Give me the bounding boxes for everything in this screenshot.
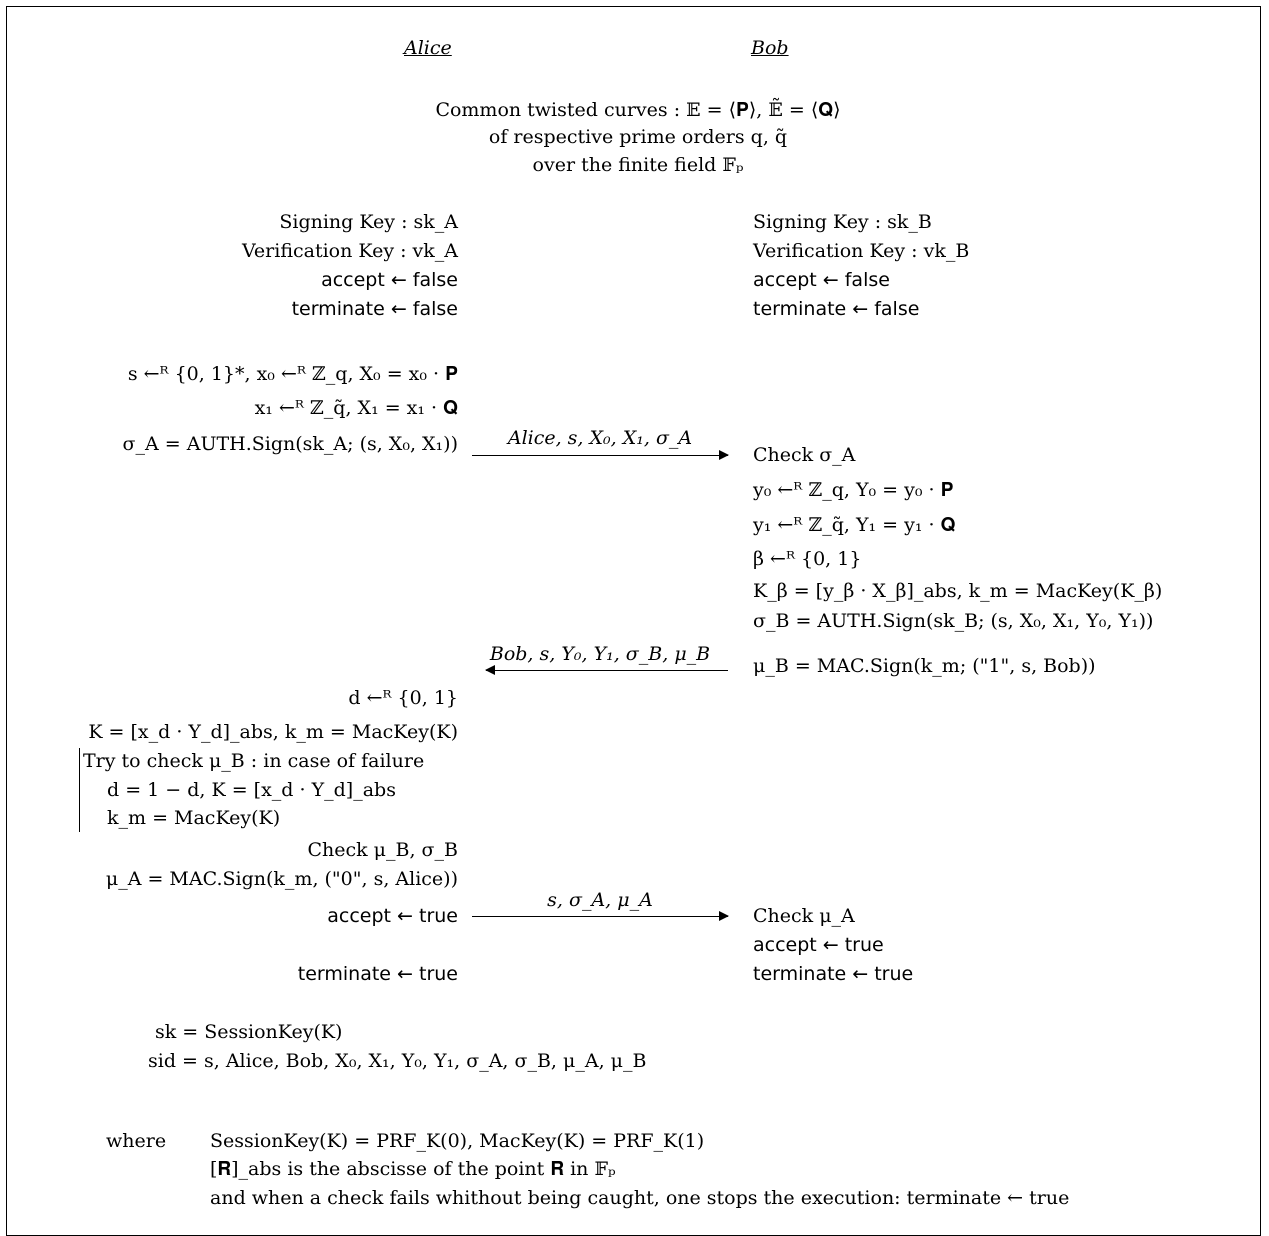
bob-terminate-true: terminate ← true bbox=[753, 963, 914, 985]
bob-sample-y0: y₀ ←ᴿ ℤ_q, Y₀ = y₀ · 𝐏 bbox=[753, 479, 954, 501]
msg2-label: Bob, s, Y₀, Y₁, σ_B, μ_B bbox=[489, 643, 711, 665]
alice-retry-km: k_m = MacKey(K) bbox=[107, 807, 281, 829]
msg3-label: s, σ_A, μ_A bbox=[547, 889, 653, 911]
alice-check-mu-b-sigma-b: Check μ_B, σ_B bbox=[307, 839, 458, 861]
common-line-2: of respective prime orders q, q̃ bbox=[488, 126, 788, 148]
where-line-3: and when a check fails whithout being ca… bbox=[210, 1187, 1070, 1209]
alice-mac-mu-a: μ_A = MAC.Sign(k_m, ("0", s, Alice)) bbox=[105, 868, 458, 890]
alice-accept-false: accept ← false bbox=[321, 269, 458, 291]
bob-sample-beta: β ←ᴿ {0, 1} bbox=[753, 548, 862, 570]
common-line-1: Common twisted curves : 𝔼 = ⟨𝐏⟩, 𝔼̃ = ⟨𝐐… bbox=[435, 99, 841, 121]
bob-accept-false: accept ← false bbox=[753, 269, 890, 291]
alice-header: Alice bbox=[404, 37, 452, 59]
msg2-arrow bbox=[485, 661, 728, 681]
msg3-arrow bbox=[472, 907, 729, 927]
session-id: sid = s, Alice, Bob, X₀, X₁, Y₀, Y₁, σ_A… bbox=[148, 1050, 647, 1072]
bob-signing-key: Signing Key : sk_B bbox=[753, 211, 932, 233]
alice-sample-x1: x₁ ←ᴿ ℤ_q̃, X₁ = x₁ · 𝐐 bbox=[254, 397, 458, 419]
bob-terminate-false: terminate ← false bbox=[753, 298, 920, 320]
where-line-2: [𝐑]_abs is the abscisse of the point 𝐑 i… bbox=[210, 1158, 616, 1180]
alice-try-check-mu-b: Try to check μ_B : in case of failure bbox=[83, 750, 425, 772]
session-key: sk = SessionKey(K) bbox=[155, 1021, 343, 1043]
common-line-3: over the finite field 𝔽ₚ bbox=[532, 154, 744, 176]
alice-sign-sigma-a: σ_A = AUTH.Sign(sk_A; (s, X₀, X₁)) bbox=[122, 433, 458, 455]
alice-sample-d: d ←ᴿ {0, 1} bbox=[348, 687, 458, 709]
bob-check-mu-a: Check μ_A bbox=[753, 905, 855, 927]
where-label: where bbox=[106, 1130, 167, 1152]
msg1-label: Alice, s, X₀, X₁, σ_A bbox=[507, 427, 693, 449]
bob-header: Bob bbox=[751, 37, 789, 59]
bob-sample-y1: y₁ ←ᴿ ℤ_q̃, Y₁ = y₁ · 𝐐 bbox=[753, 514, 956, 536]
bob-accept-true: accept ← true bbox=[753, 934, 884, 956]
bob-k-beta: K_β = [y_β · X_β]_abs, k_m = MacKey(K_β) bbox=[753, 580, 1163, 602]
alice-terminate-true: terminate ← true bbox=[297, 963, 458, 985]
retry-bracket bbox=[79, 748, 80, 832]
where-line-1: SessionKey(K) = PRF_K(0), MacKey(K) = PR… bbox=[210, 1130, 705, 1152]
alice-sample-s-x0: s ←ᴿ {0, 1}*, x₀ ←ᴿ ℤ_q, X₀ = x₀ · 𝐏 bbox=[127, 363, 458, 385]
bob-mac-mu-b: μ_B = MAC.Sign(k_m; ("1", s, Bob)) bbox=[753, 655, 1096, 677]
msg1-arrow bbox=[472, 446, 729, 466]
alice-signing-key: Signing Key : sk_A bbox=[279, 211, 458, 233]
alice-accept-true: accept ← true bbox=[327, 905, 458, 927]
bob-sign-sigma-b: σ_B = AUTH.Sign(sk_B; (s, X₀, X₁, Y₀, Y₁… bbox=[753, 610, 1154, 632]
alice-retry-d: d = 1 − d, K = [x_d · Y_d]_abs bbox=[107, 779, 396, 801]
alice-terminate-false: terminate ← false bbox=[291, 298, 458, 320]
bob-check-sigma-a: Check σ_A bbox=[753, 444, 856, 466]
alice-compute-k: K = [x_d · Y_d]_abs, k_m = MacKey(K) bbox=[88, 721, 458, 743]
alice-verification-key: Verification Key : vk_A bbox=[241, 240, 458, 262]
bob-verification-key: Verification Key : vk_B bbox=[753, 240, 970, 262]
